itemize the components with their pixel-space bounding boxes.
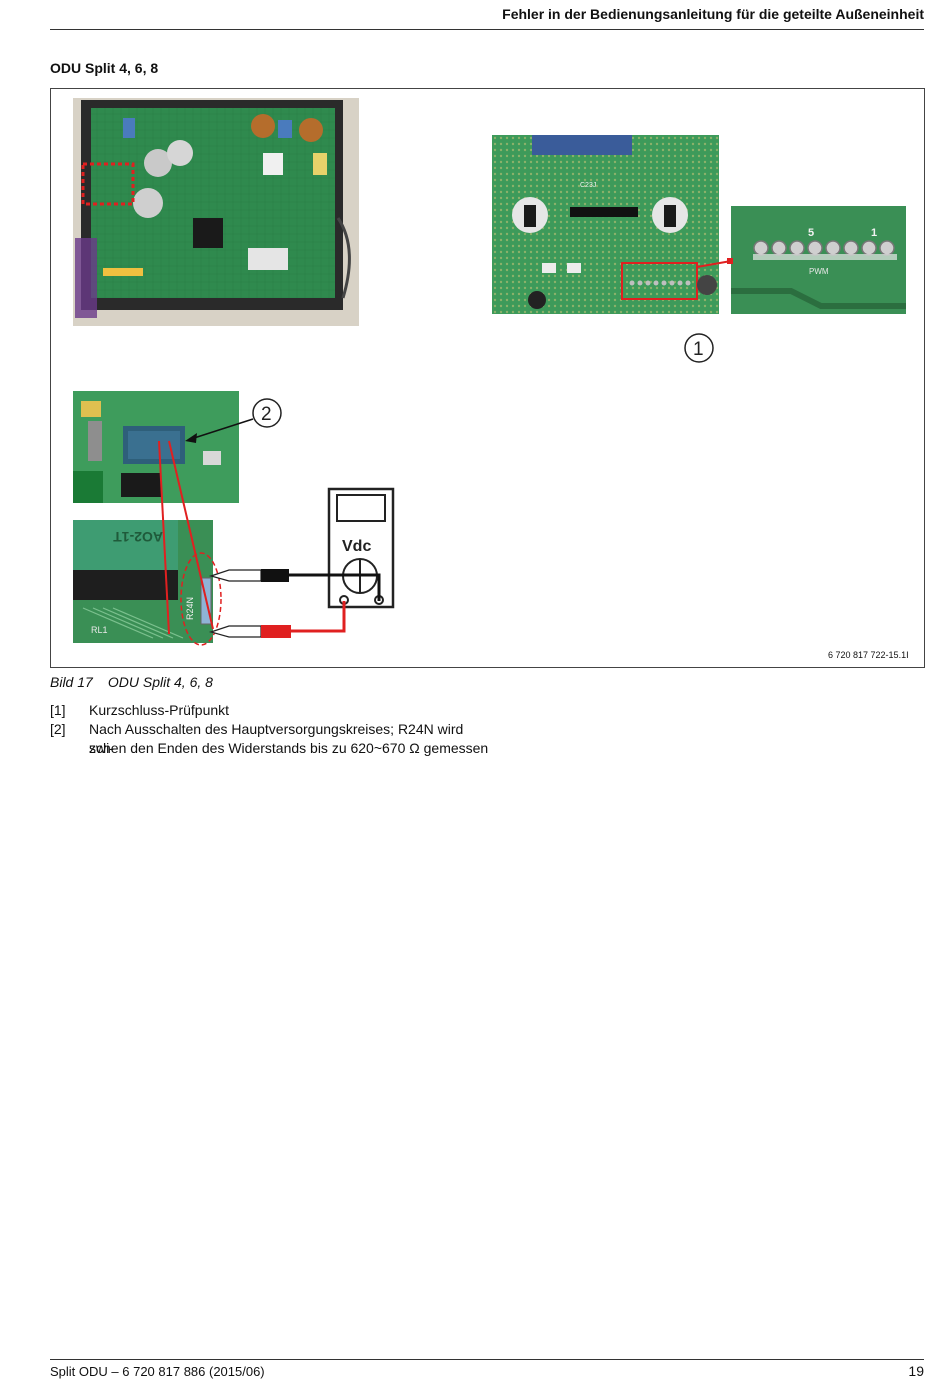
legend-item: [2] Nach Ausschalten des Hauptversorgung…: [50, 720, 480, 756]
callout-2: 2: [261, 404, 272, 425]
figure-caption: Bild 17 ODU Split 4, 6, 8: [50, 674, 213, 690]
footer-document-id: Split ODU – 6 720 817 886 (2015/06): [50, 1364, 265, 1379]
multimeter-drawing: Vdc: [327, 487, 395, 609]
header-rule: [50, 29, 924, 30]
callout-1: 1: [693, 339, 704, 360]
legend-list: [1] Kurzschluss-Prüfpunkt [2] Nach Aussc…: [50, 701, 488, 761]
caption-number: Bild 17: [50, 674, 93, 690]
r24n-label: R24N: [185, 597, 195, 620]
page-header-title: Fehler in der Bedienungsanleitung für di…: [502, 6, 924, 22]
callout-1-circle: [684, 333, 714, 363]
component-photo: [73, 391, 239, 503]
callout-2-arrowhead: [185, 433, 197, 443]
legend-item-continuation: schen den Enden des Widerstands bis zu 6…: [50, 739, 488, 758]
board-label: RL1: [91, 625, 108, 635]
pcb-overview-photo: [73, 98, 359, 326]
figure-id: 6 720 817 722-15.1I: [828, 650, 909, 660]
legend-number: [1]: [50, 702, 66, 718]
callout-2-circle: [252, 398, 282, 428]
chip-label: AO2-1T: [113, 529, 163, 545]
meter-label: Vdc: [342, 538, 371, 555]
caption-text: ODU Split 4, 6, 8: [107, 674, 213, 690]
legend-text: schen den Enden des Widerstands bis zu 6…: [89, 740, 489, 756]
legend-number: [2]: [50, 721, 66, 737]
footer-rule: [50, 1359, 924, 1360]
pin-5-label: 5: [808, 227, 814, 239]
measurement-overlay: 1 2 Vdc: [158, 258, 733, 646]
pwm-label: PWM: [809, 267, 829, 276]
legend-text: Nach Ausschalten des Hauptversorgungskre…: [89, 721, 464, 756]
section-title: ODU Split 4, 6, 8: [50, 60, 159, 76]
legend-text: Kurzschluss-Prüfpunkt: [89, 702, 230, 718]
pcb-detail-photo: C23J: [492, 135, 719, 314]
page-number: 19: [908, 1363, 924, 1379]
figure-frame: C23J 5 1 PWM: [50, 88, 925, 668]
pwm-connector-photo: 5 1 PWM: [731, 206, 906, 314]
pin-1-label: 1: [871, 227, 877, 239]
legend-item: [1] Kurzschluss-Prüfpunkt: [50, 701, 480, 720]
cap-label: C23J: [580, 182, 596, 189]
